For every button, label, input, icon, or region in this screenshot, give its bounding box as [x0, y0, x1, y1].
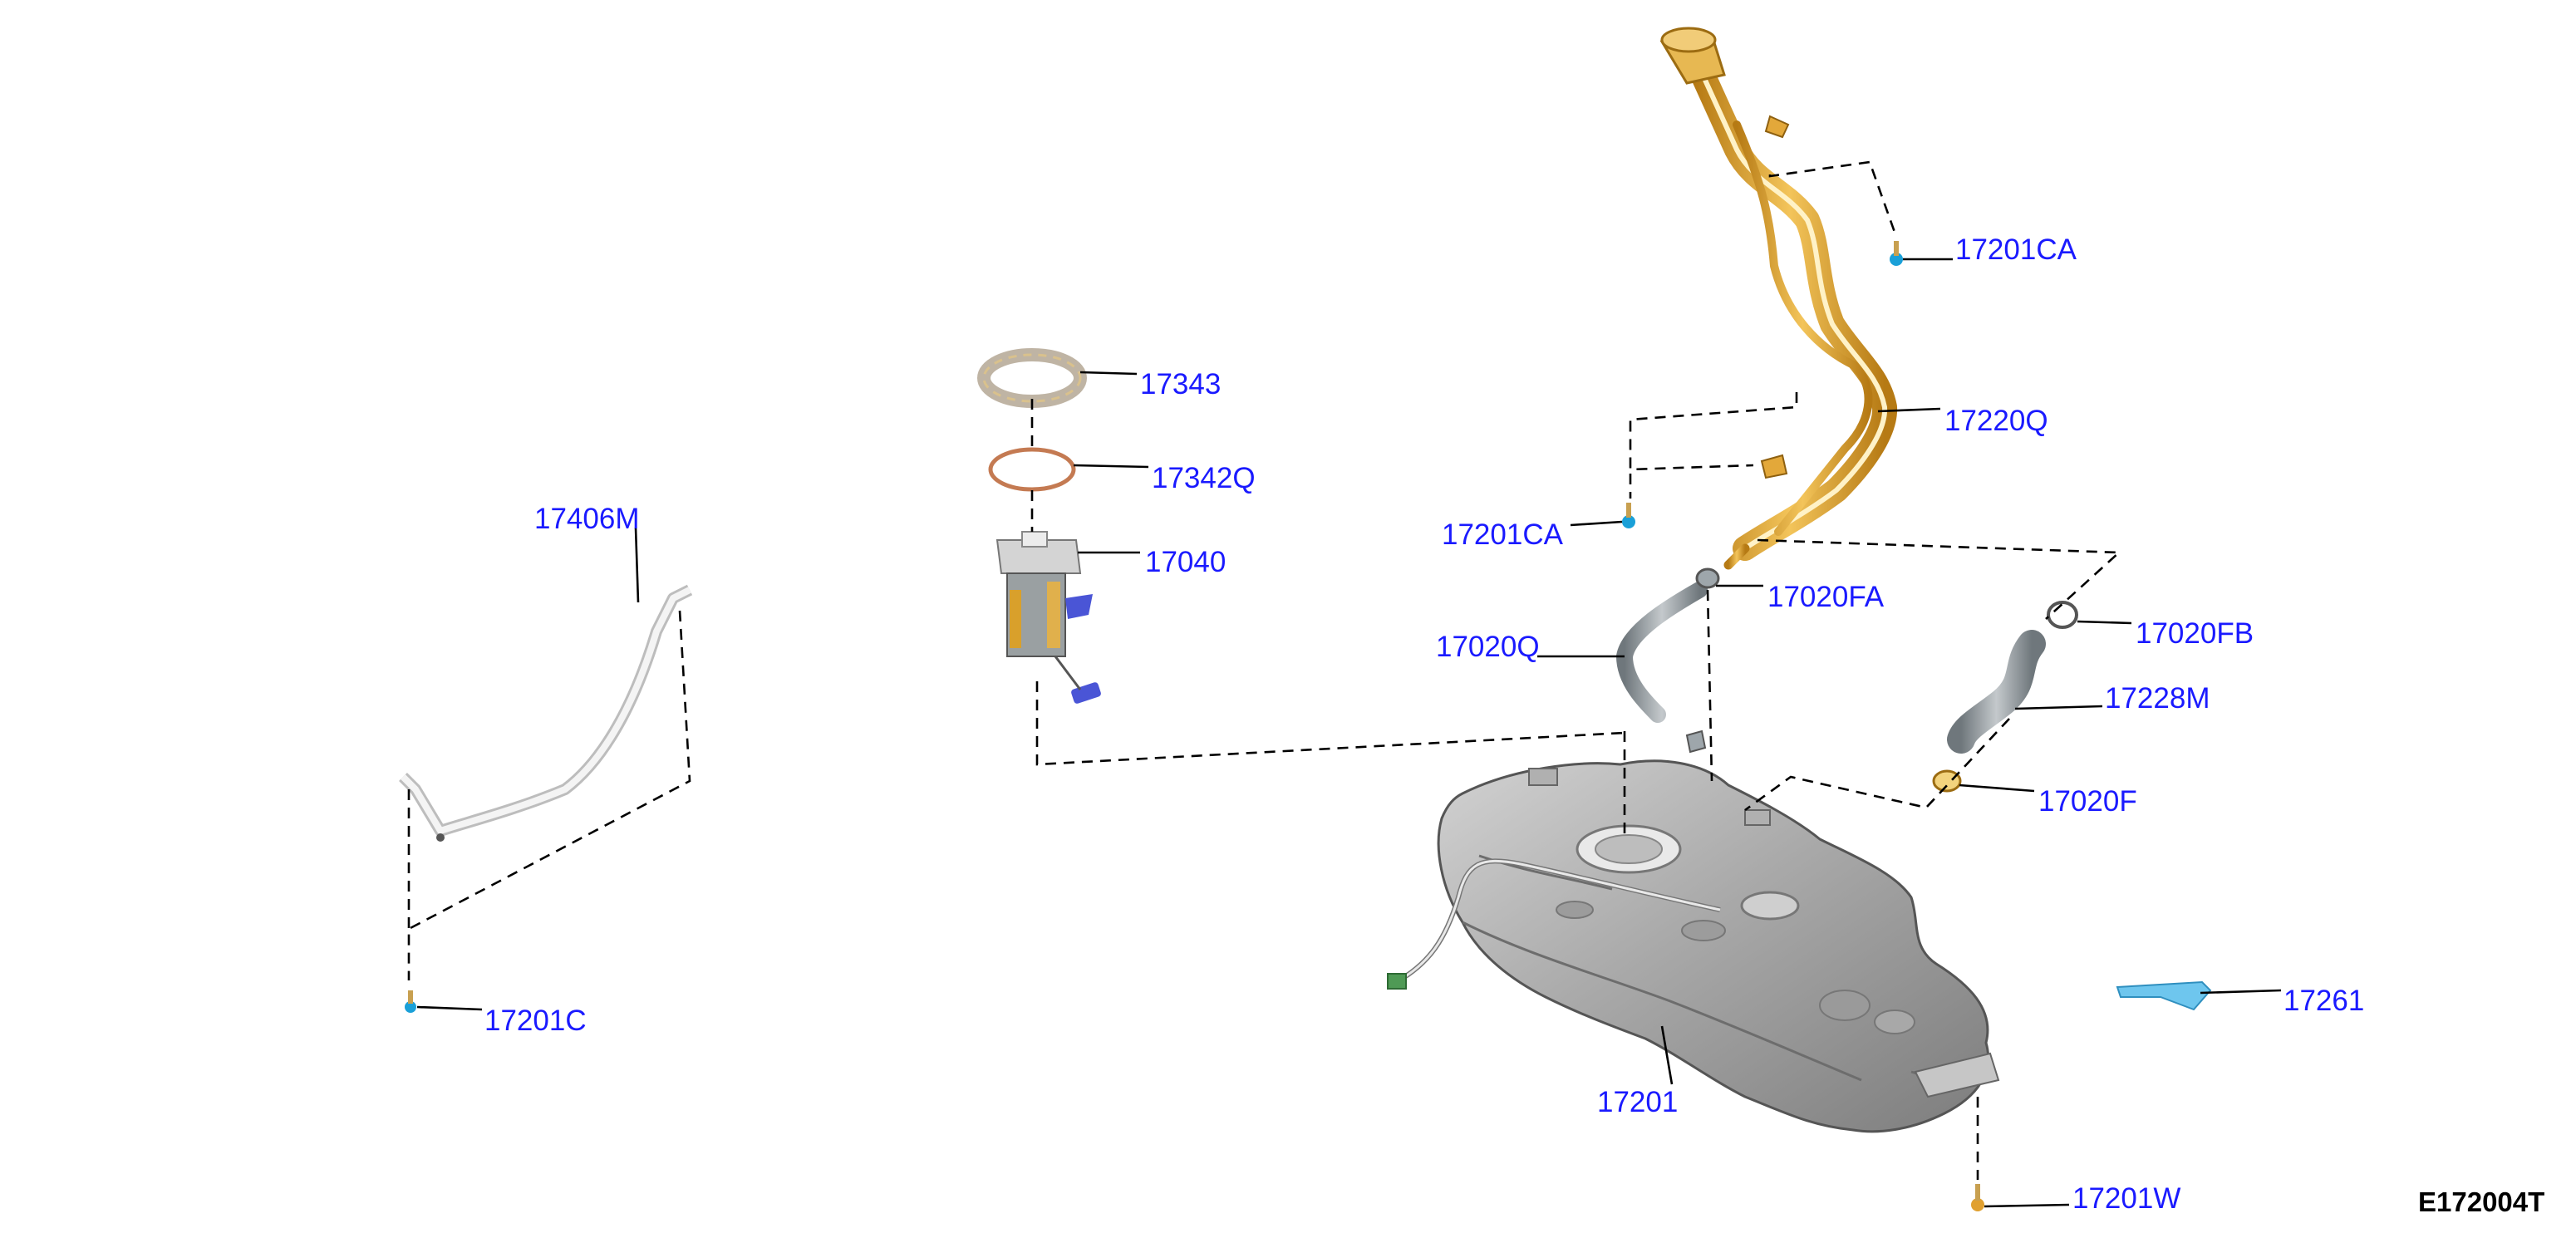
diagram-code: E172004T	[2418, 1186, 2544, 1217]
clamp-17020fb-part	[2047, 601, 2078, 629]
label-17020fa: 17020FA	[1767, 581, 1885, 613]
o-ring-17342q-part	[988, 447, 1076, 492]
label-17406m: 17406M	[534, 503, 639, 535]
fuel-pump-17040-part	[995, 531, 1101, 704]
filler-tube-part	[1659, 27, 1898, 570]
bolt-17201ca-top	[1890, 241, 1903, 266]
leader-lines	[416, 258, 2282, 1208]
label-17220q: 17220Q	[1944, 405, 2048, 437]
bolt-17201ca-mid	[1622, 503, 1635, 528]
hose-17020q-part	[1615, 582, 1708, 723]
label-17201ca-top: 17201CA	[1955, 233, 2077, 266]
label-17261: 17261	[2283, 985, 2364, 1017]
lock-ring-17343-part	[977, 348, 1087, 408]
clamp-17020f-part	[1932, 769, 1962, 793]
label-17343: 17343	[1140, 368, 1221, 400]
label-17228m: 17228M	[2105, 682, 2210, 715]
label-17020q: 17020Q	[1436, 631, 1540, 663]
bracket-17261-part	[2116, 980, 2212, 1011]
fuel-tank-part	[1387, 759, 2000, 1133]
label-17020f: 17020F	[2038, 785, 2137, 818]
bolt-17201w	[1971, 1184, 1984, 1211]
label-17342q: 17342Q	[1152, 462, 1256, 494]
callout-labels: 17201CA 17220Q 17201CA 17343 17342Q 1704…	[484, 233, 2544, 1217]
label-17201c: 17201C	[484, 1005, 587, 1037]
hose-17228m-part	[1947, 630, 2046, 754]
bolt-17201c	[405, 990, 416, 1013]
tank-strap-17406m-part	[399, 584, 693, 842]
clamp-lower-part	[1685, 729, 1707, 754]
label-17040: 17040	[1145, 546, 1226, 578]
assembly-dashed-lines	[407, 160, 2122, 1180]
label-17201w: 17201W	[2072, 1182, 2180, 1215]
label-17201ca-mid: 17201CA	[1442, 518, 1564, 551]
label-17201: 17201	[1597, 1086, 1678, 1118]
label-17020fb: 17020FB	[2136, 617, 2254, 650]
clamp-17020fa-part	[1695, 567, 1720, 589]
